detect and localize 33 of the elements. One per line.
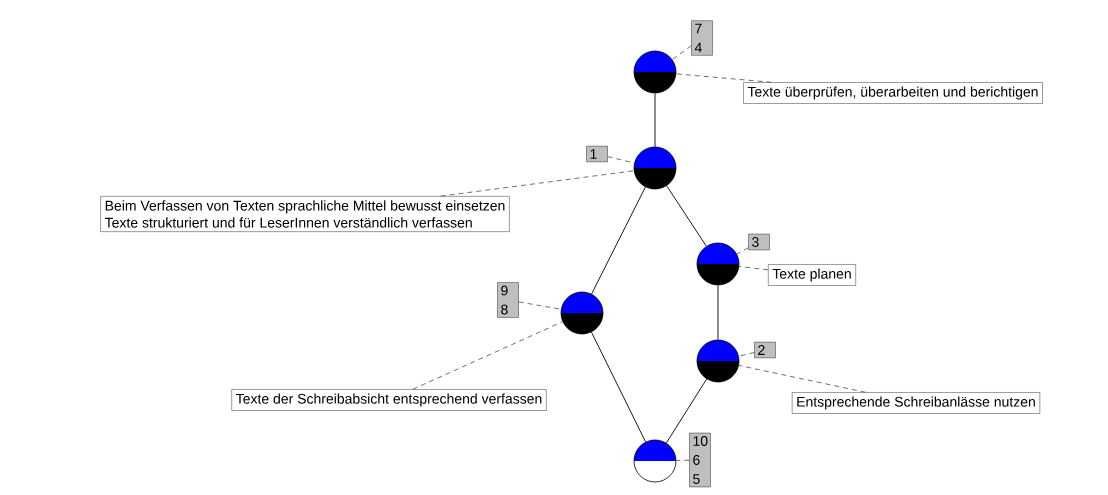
lattice-line <box>591 186 646 295</box>
object-label: 3 <box>748 233 770 251</box>
leader-line <box>518 301 562 310</box>
leader-line <box>440 170 635 197</box>
concept-circle <box>633 50 677 94</box>
attribute-label: Texte planen <box>768 264 856 286</box>
concept-circle <box>696 339 740 383</box>
object-label: 1 <box>586 146 608 162</box>
attribute-label: Texte der Schreibabsicht entsprechend verfassen <box>231 389 547 411</box>
leader-line <box>738 365 866 393</box>
leader-line <box>676 459 690 461</box>
concept-circle <box>696 242 740 286</box>
concept-circle <box>633 439 677 483</box>
lattice-line <box>666 185 707 247</box>
object-label: 10 6 5 <box>689 432 711 488</box>
leader-line <box>738 352 755 357</box>
concept-circle <box>633 146 677 190</box>
lattice-line <box>665 378 708 444</box>
object-label: 2 <box>754 341 776 359</box>
object-label: 9 8 <box>497 282 519 318</box>
concept-circle <box>560 291 604 335</box>
leader-line <box>738 266 769 271</box>
attribute-label: Beim Verfassen von Texten sprachliche Mittel bewusst einsetzen Texte strukturiert und für LeserInnen verständlich verfassen <box>100 196 510 232</box>
lattice-line <box>654 92 656 148</box>
leader-line <box>675 73 772 83</box>
lattice-line <box>591 331 646 443</box>
leader-line <box>736 247 749 255</box>
leader-line <box>412 321 563 390</box>
attribute-label: Texte überprüfen, überarbeiten und berichtigen <box>743 82 1043 104</box>
leader-line <box>671 45 692 60</box>
attribute-label: Entsprechende Schreibanlässe nutzen <box>791 392 1041 414</box>
object-label: 7 4 <box>691 20 713 56</box>
lattice-line <box>717 284 719 341</box>
